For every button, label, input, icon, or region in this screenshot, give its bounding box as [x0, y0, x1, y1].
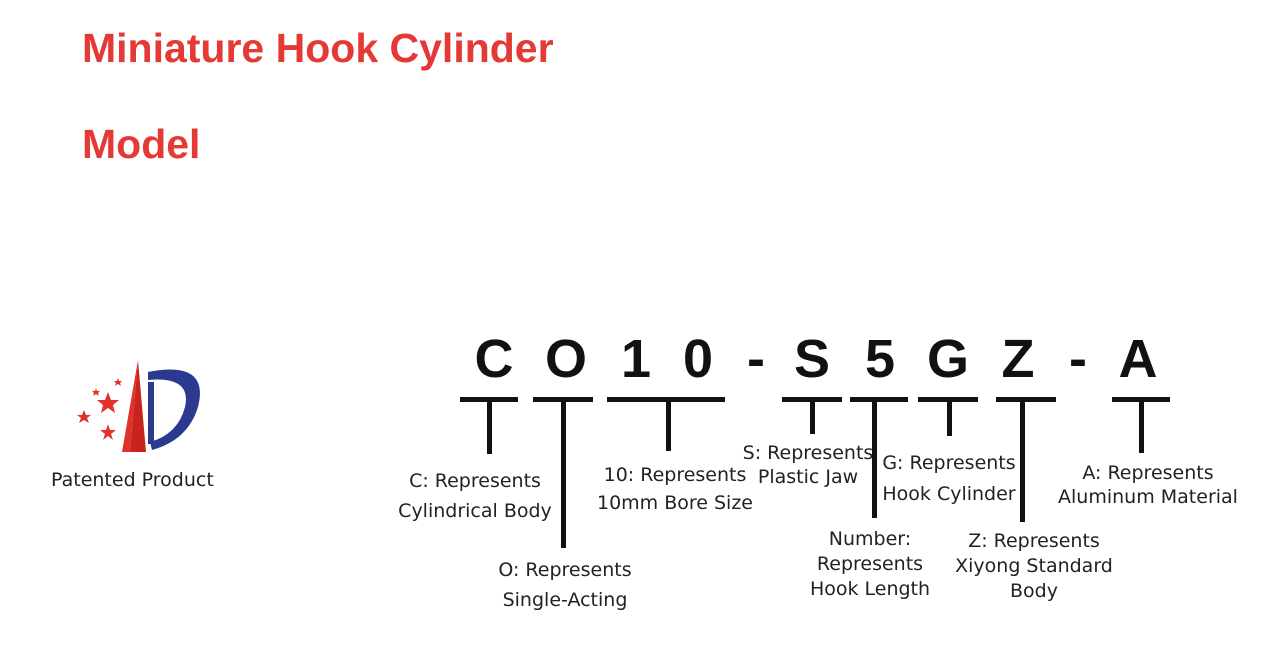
bracket-s: [782, 397, 842, 402]
leader-10: [666, 400, 671, 451]
code-char-dash: -: [1069, 329, 1087, 389]
bracket-o: [533, 397, 593, 402]
patent-logo-icon: [77, 360, 200, 452]
page-title: Miniature Hook Cylinder: [82, 25, 554, 71]
code-char-z: Z: [1001, 329, 1035, 389]
bracket-g: [918, 397, 978, 402]
code-char-0: 0: [682, 329, 714, 389]
code-char-g: G: [926, 329, 969, 389]
bracket-10: [607, 397, 725, 402]
leader-g: [947, 400, 952, 436]
bracket-a: [1112, 397, 1170, 402]
code-char-c: C: [474, 329, 514, 389]
leader-o: [561, 400, 566, 548]
leader-s: [810, 400, 815, 434]
bracket-z: [996, 397, 1056, 402]
bracket-5: [850, 397, 908, 402]
logo-label: Patented Product: [51, 469, 214, 491]
code-char-s: S: [793, 329, 831, 389]
page-subtitle: Model: [82, 121, 201, 167]
code-char-a: A: [1118, 329, 1158, 389]
code-char-5: 5: [864, 329, 896, 389]
leader-a: [1139, 400, 1144, 453]
bracket-c: [460, 397, 518, 402]
leader-c: [487, 400, 492, 454]
leader-5: [872, 400, 877, 518]
code-char-dash: -: [747, 329, 765, 389]
leader-z: [1020, 400, 1025, 522]
code-char-1: 1: [620, 329, 652, 389]
code-char-o: O: [544, 329, 587, 389]
